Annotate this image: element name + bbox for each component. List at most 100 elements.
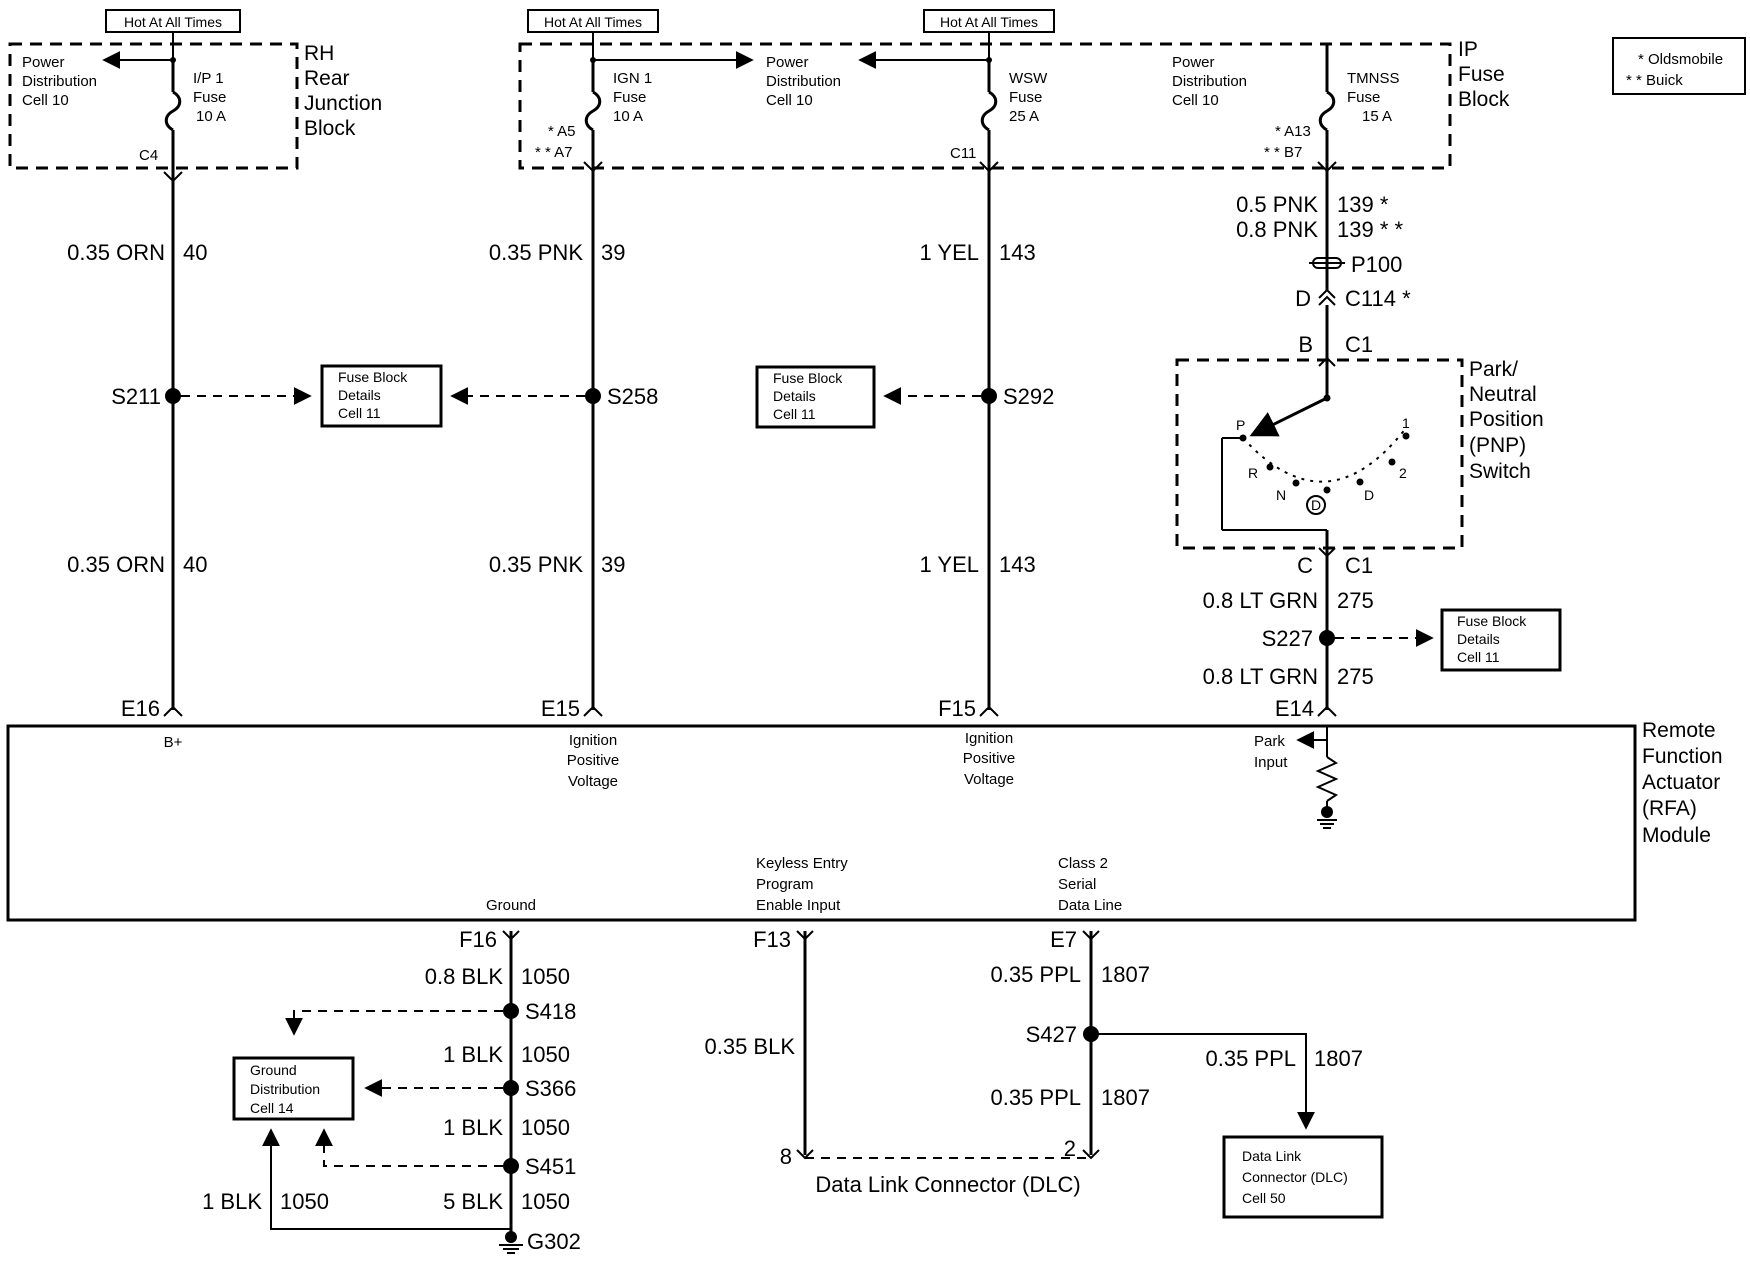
svg-text:IGN 1: IGN 1 <box>613 70 652 87</box>
svg-text:0.35 ORN: 0.35 ORN <box>67 240 165 265</box>
svg-text:E7: E7 <box>1050 927 1077 952</box>
svg-text:1 BLK: 1 BLK <box>202 1189 262 1214</box>
svg-text:* * A7: * * A7 <box>535 144 573 161</box>
svg-text:275: 275 <box>1337 588 1374 613</box>
svg-text:0.35 PPL: 0.35 PPL <box>1205 1046 1296 1071</box>
ground-distribution-ref: Ground Distribution Cell 14 <box>232 1056 355 1121</box>
fuse-block-details-ref-a: Fuse Block Details Cell 11 <box>320 364 443 428</box>
svg-text:I/P 1: I/P 1 <box>193 70 224 87</box>
svg-text:Data Link Connector (DLC): Data Link Connector (DLC) <box>815 1172 1080 1197</box>
svg-text:0.35 PNK: 0.35 PNK <box>489 552 583 577</box>
svg-text:Fuse: Fuse <box>193 89 226 106</box>
svg-text:Enable Input: Enable Input <box>756 897 841 914</box>
svg-text:39: 39 <box>601 552 625 577</box>
svg-text:Remote: Remote <box>1642 719 1716 742</box>
svg-text:Fuse: Fuse <box>1347 89 1380 106</box>
svg-text:R: R <box>1248 465 1258 481</box>
svg-text:1807: 1807 <box>1101 962 1150 987</box>
svg-text:Fuse: Fuse <box>613 89 646 106</box>
svg-text:Details: Details <box>1457 631 1500 647</box>
svg-text:Cell 10: Cell 10 <box>766 92 813 109</box>
svg-text:1050: 1050 <box>521 1115 570 1140</box>
fuse-block-details-ref-c: Fuse Block Details Cell 11 <box>1440 608 1562 672</box>
svg-text:143: 143 <box>999 552 1036 577</box>
svg-text:139 * *: 139 * * <box>1337 217 1403 242</box>
svg-text:E15: E15 <box>541 696 580 721</box>
svg-text:Connector (DLC): Connector (DLC) <box>1242 1169 1348 1185</box>
svg-text:RH: RH <box>304 42 334 65</box>
svg-text:2: 2 <box>1064 1136 1076 1161</box>
svg-text:0.35 BLK: 0.35 BLK <box>704 1034 795 1059</box>
circuit-275: C C1 0.8 LT GRN 275 S227 0.8 LT GRN 275 … <box>1203 553 1434 721</box>
svg-text:25 A: 25 A <box>1009 108 1039 125</box>
svg-text:Cell 11: Cell 11 <box>1457 649 1500 665</box>
svg-text:P100: P100 <box>1351 252 1402 277</box>
svg-text:WSW: WSW <box>1009 70 1048 87</box>
svg-text:Fuse: Fuse <box>1458 63 1505 86</box>
svg-text:(RFA): (RFA) <box>1642 797 1697 820</box>
circuit-1050: F16 0.8 BLK 1050 S418 1 BLK 1050 S366 1 … <box>202 927 581 1254</box>
legend-buick: * * Buick <box>1626 72 1683 89</box>
svg-text:C4: C4 <box>139 147 158 164</box>
svg-text:Power: Power <box>766 54 809 71</box>
svg-text:0.8 BLK: 0.8 BLK <box>425 964 504 989</box>
svg-text:Park: Park <box>1254 733 1285 750</box>
svg-text:0.35 PPL: 0.35 PPL <box>990 1085 1081 1110</box>
fuse-icon <box>164 90 182 132</box>
svg-text:Ground: Ground <box>486 897 536 914</box>
svg-text:Data Link: Data Link <box>1242 1148 1302 1164</box>
svg-text:Distribution: Distribution <box>766 73 841 90</box>
circuit-keyless-entry: F13 0.35 BLK 8 <box>704 927 814 1169</box>
selected-position-icon <box>1306 495 1326 515</box>
svg-text:Keyless Entry: Keyless Entry <box>756 855 848 872</box>
svg-text:Positive: Positive <box>567 752 620 769</box>
svg-text:Positive: Positive <box>963 750 1016 767</box>
fuse-block-details-ref-b: Fuse Block Details Cell 11 <box>755 365 876 429</box>
svg-text:C: C <box>1297 553 1313 578</box>
svg-text:Ignition: Ignition <box>965 730 1013 747</box>
svg-text:0.8 PNK: 0.8 PNK <box>1236 217 1318 242</box>
svg-text:1050: 1050 <box>280 1189 329 1214</box>
splice-s258 <box>585 388 601 404</box>
svg-text:8: 8 <box>780 1144 792 1169</box>
svg-text:Ground: Ground <box>250 1062 297 1078</box>
svg-text:Ignition: Ignition <box>569 732 617 749</box>
svg-text:Rear: Rear <box>304 67 350 90</box>
svg-text:Details: Details <box>338 387 381 403</box>
svg-text:S211: S211 <box>111 384 161 409</box>
legend-oldsmobile: * Oldsmobile <box>1638 51 1723 68</box>
svg-text:TMNSS: TMNSS <box>1347 70 1400 87</box>
resistor-icon <box>1315 756 1339 802</box>
rh-rear-junction-block: RH Rear Junction Block Power Distributio… <box>8 42 382 183</box>
fuse-icon <box>1318 90 1336 132</box>
svg-text:D: D <box>1295 286 1311 311</box>
svg-text:Cell 14: Cell 14 <box>250 1100 294 1116</box>
svg-text:Fuse Block: Fuse Block <box>773 370 843 386</box>
svg-text:2: 2 <box>1399 465 1407 481</box>
splice-s227 <box>1319 630 1335 646</box>
svg-text:0.35 PPL: 0.35 PPL <box>990 962 1081 987</box>
svg-text:Distribution: Distribution <box>1172 73 1247 90</box>
svg-text:1 YEL: 1 YEL <box>919 240 979 265</box>
svg-text:1807: 1807 <box>1101 1085 1150 1110</box>
svg-text:(PNP): (PNP) <box>1469 434 1526 457</box>
svg-text:1 YEL: 1 YEL <box>919 552 979 577</box>
svg-text:15 A: 15 A <box>1362 108 1392 125</box>
svg-text:5 BLK: 5 BLK <box>443 1189 503 1214</box>
svg-text:1 BLK: 1 BLK <box>443 1115 503 1140</box>
svg-text:0.35 PNK: 0.35 PNK <box>489 240 583 265</box>
svg-text:P: P <box>1236 417 1245 433</box>
svg-text:* A5: * A5 <box>548 123 576 140</box>
svg-text:143: 143 <box>999 240 1036 265</box>
hot-label-rh: Hot At All Times <box>105 9 241 60</box>
svg-text:Cell 10: Cell 10 <box>22 92 69 109</box>
svg-text:Program: Program <box>756 876 814 893</box>
svg-text:Voltage: Voltage <box>964 771 1014 788</box>
ground-icon <box>1317 819 1337 829</box>
svg-text:0.5 PNK: 0.5 PNK <box>1236 192 1318 217</box>
svg-text:Cell 10: Cell 10 <box>1172 92 1219 109</box>
svg-text:Module: Module <box>1642 824 1711 847</box>
dlc-ref-box: Data Link Connector (DLC) Cell 50 <box>1222 1135 1384 1219</box>
dlc-connector: Data Link Connector (DLC) <box>805 1157 1091 1197</box>
